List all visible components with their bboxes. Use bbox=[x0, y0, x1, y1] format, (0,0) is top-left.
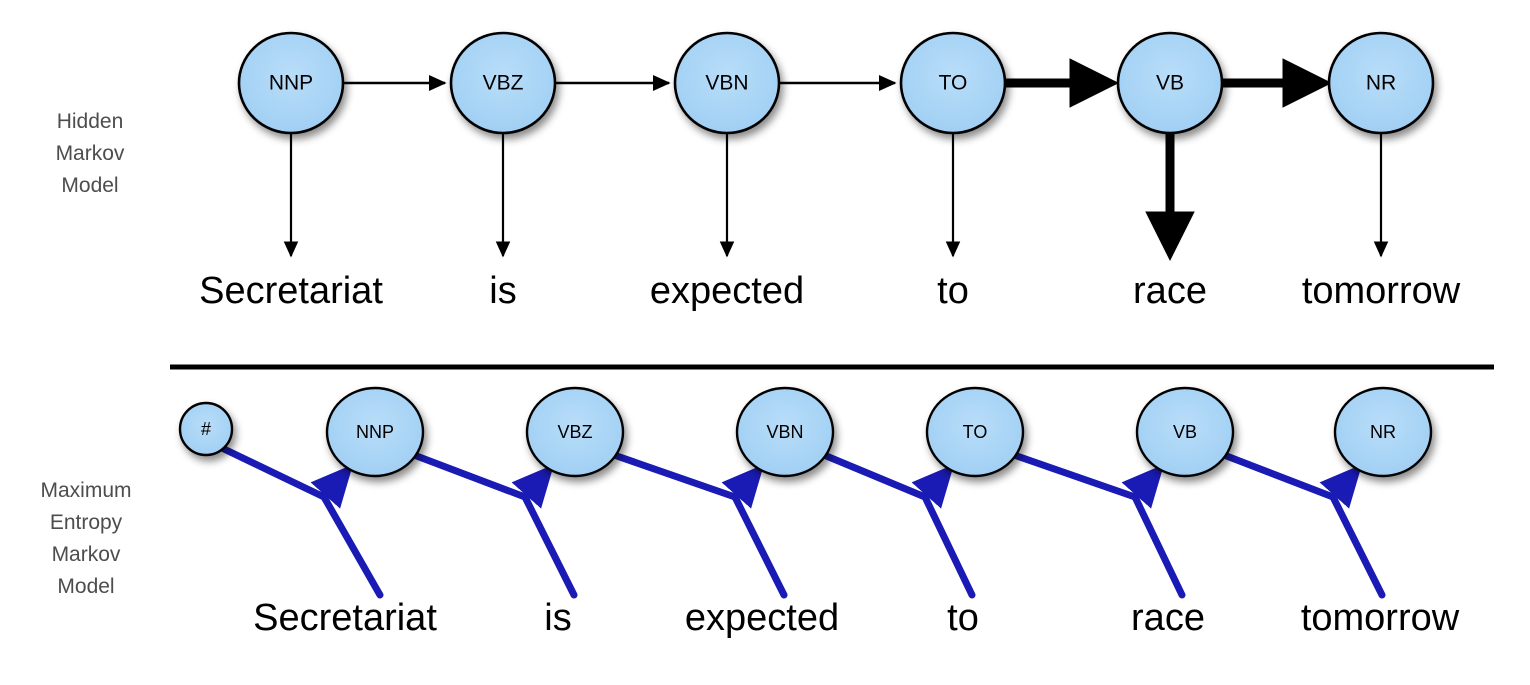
memm-edge-word-5 bbox=[1329, 493, 1386, 599]
memm-state-vbz[interactable]: VBZ bbox=[525, 386, 625, 478]
memm-edge-word-0 bbox=[320, 493, 384, 599]
hmm-state-vbz-shape[interactable] bbox=[449, 31, 557, 135]
memm-edge-word-3 bbox=[921, 493, 976, 599]
memm-state-start-label: # bbox=[201, 419, 211, 439]
memm-edges bbox=[220, 445, 1386, 599]
hmm-state-vbz-label: VBZ bbox=[483, 72, 524, 95]
memm-state-nr-label: NR bbox=[1370, 422, 1396, 442]
memm-word-2: expected bbox=[685, 597, 839, 639]
memm-state-nnp-label: NNP bbox=[356, 422, 394, 442]
hmm-label-line-3: Model bbox=[61, 174, 118, 197]
hmm-section-label: Hidden Markov Model bbox=[56, 110, 125, 197]
hmm-state-nr[interactable]: NR bbox=[1327, 31, 1435, 135]
hmm-state-to[interactable]: TO bbox=[899, 31, 1007, 135]
memm-state-vbn-label: VBN bbox=[766, 422, 803, 442]
memm-state-start[interactable]: # bbox=[178, 401, 234, 457]
memm-edge-word-1 bbox=[521, 493, 578, 599]
memm-edge-unit-3 bbox=[820, 451, 976, 599]
memm-state-vbz-label: VBZ bbox=[557, 422, 592, 442]
memm-edge-unit-0 bbox=[220, 445, 384, 599]
memm-word-4: race bbox=[1131, 597, 1205, 639]
memm-label-line-3: Markov bbox=[52, 543, 121, 566]
hmm-state-vb-label: VB bbox=[1156, 72, 1184, 95]
memm-state-nr-shape[interactable] bbox=[1333, 386, 1433, 478]
memm-edge-unit-1 bbox=[410, 451, 578, 599]
memm-state-vb[interactable]: VB bbox=[1135, 386, 1235, 478]
hmm-state-nr-shape[interactable] bbox=[1327, 31, 1435, 135]
memm-edge-prevtag-3 bbox=[820, 451, 929, 501]
memm-edge-unit-4 bbox=[1010, 451, 1186, 599]
hmm-state-nnp-label: NNP bbox=[269, 72, 313, 95]
hmm-word-4: race bbox=[1133, 270, 1207, 312]
memm-state-vbz-shape[interactable] bbox=[525, 386, 625, 478]
hmm-state-nnp-shape[interactable] bbox=[237, 31, 345, 135]
hmm-state-vbn-label: VBN bbox=[705, 72, 748, 95]
memm-state-to-shape[interactable] bbox=[925, 386, 1025, 478]
hmm-state-nnp[interactable]: NNP bbox=[237, 31, 345, 135]
memm-label-line-4: Model bbox=[57, 575, 114, 598]
memm-edge-word-4 bbox=[1131, 493, 1186, 599]
hmm-words: Secretariat is expected to race tomorrow bbox=[199, 270, 1461, 312]
memm-edge-unit-2 bbox=[610, 451, 788, 599]
memm-state-nnp-shape[interactable] bbox=[325, 386, 425, 478]
memm-state-to[interactable]: TO bbox=[925, 386, 1025, 478]
memm-label-line-2: Entropy bbox=[50, 511, 123, 534]
hmm-state-to-label: TO bbox=[939, 72, 968, 95]
hmm-state-to-shape[interactable] bbox=[899, 31, 1007, 135]
memm-words: Secretariat is expected to race tomorrow bbox=[253, 597, 1460, 639]
hmm-state-vbn[interactable]: VBN bbox=[673, 31, 781, 135]
memm-state-vbn-shape[interactable] bbox=[735, 386, 835, 478]
memm-state-nr[interactable]: NR bbox=[1333, 386, 1433, 478]
memm-edge-prevtag-1 bbox=[410, 451, 529, 501]
hmm-word-1: is bbox=[489, 270, 516, 312]
memm-word-1: is bbox=[544, 597, 571, 639]
memm-state-vbn[interactable]: VBN bbox=[735, 386, 835, 478]
memm-word-5: tomorrow bbox=[1301, 597, 1460, 639]
memm-state-nnp[interactable]: NNP bbox=[325, 386, 425, 478]
memm-edge-arrow-4 bbox=[1121, 464, 1165, 509]
memm-edge-arrow-1 bbox=[511, 464, 555, 509]
memm-state-vb-label: VB bbox=[1173, 422, 1197, 442]
hmm-state-vb[interactable]: VB bbox=[1116, 31, 1224, 135]
memm-word-3: to bbox=[947, 597, 979, 639]
memm-state-vb-shape[interactable] bbox=[1135, 386, 1235, 478]
memm-label-line-1: Maximum bbox=[40, 479, 131, 502]
memm-edge-prevtag-4 bbox=[1010, 451, 1139, 501]
hmm-label-line-1: Hidden bbox=[57, 110, 124, 133]
memm-edge-arrow-3 bbox=[911, 464, 955, 509]
hmm-state-vbn-shape[interactable] bbox=[673, 31, 781, 135]
hmm-label-line-2: Markov bbox=[56, 142, 125, 165]
memm-word-0: Secretariat bbox=[253, 597, 437, 639]
memm-section-label: Maximum Entropy Markov Model bbox=[40, 479, 131, 598]
memm-edge-word-2 bbox=[731, 493, 788, 599]
hmm-states: NNP VBZ VBN TO VB NR bbox=[237, 31, 1435, 135]
memm-edge-prevtag-0 bbox=[220, 445, 328, 501]
memm-edge-arrow-5 bbox=[1319, 464, 1363, 509]
memm-edge-unit-5 bbox=[1220, 451, 1386, 599]
memm-state-start-shape[interactable] bbox=[178, 401, 234, 457]
memm-edge-arrow-0 bbox=[310, 464, 354, 509]
memm-edge-arrow-2 bbox=[721, 464, 765, 509]
memm-edge-prevtag-2 bbox=[610, 451, 739, 501]
hmm-state-vb-shape[interactable] bbox=[1116, 31, 1224, 135]
hmm-word-2: expected bbox=[650, 270, 804, 312]
memm-states: # NNP VBZ VBN TO VB bbox=[178, 386, 1433, 478]
hmm-emissions bbox=[283, 134, 1389, 261]
memm-state-to-label: TO bbox=[963, 422, 988, 442]
memm-edge-prevtag-5 bbox=[1220, 451, 1337, 501]
hmm-word-3: to bbox=[937, 270, 969, 312]
hmm-word-0: Secretariat bbox=[199, 270, 383, 312]
hmm-state-nr-label: NR bbox=[1366, 72, 1396, 95]
hmm-state-vbz[interactable]: VBZ bbox=[449, 31, 557, 135]
hmm-word-5: tomorrow bbox=[1302, 270, 1461, 312]
